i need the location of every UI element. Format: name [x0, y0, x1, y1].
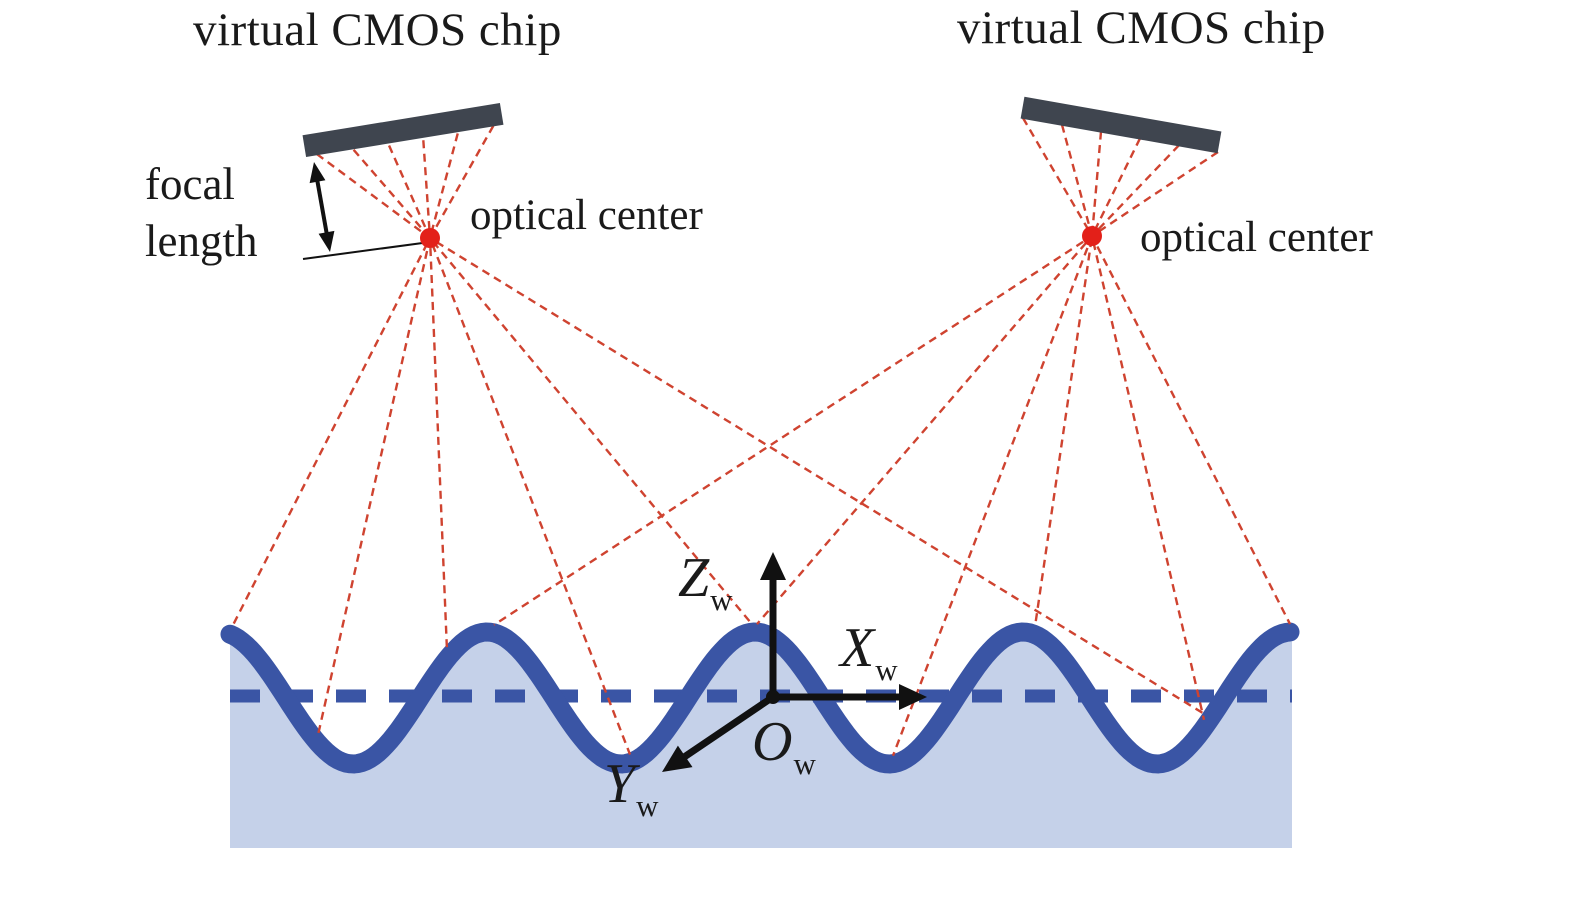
wave-surface	[220, 622, 1300, 774]
axis-y-letter: Y	[604, 753, 636, 815]
axis-y-subscript: w	[636, 788, 659, 823]
axis-z-letter: Z	[678, 547, 710, 609]
optical-center-label-left: optical center	[470, 192, 703, 239]
axis-x-arrowhead	[899, 684, 927, 710]
axis-x-subscript: w	[875, 652, 898, 687]
axis-x-letter: X	[840, 617, 875, 679]
light-ray-left	[343, 138, 753, 625]
focal-length-line2: length	[145, 216, 258, 266]
virtual-cmos-chip-label-left: virtual CMOS chip	[193, 4, 562, 56]
light-ray-right	[1033, 131, 1103, 627]
axis-label-yw: Yw	[604, 753, 659, 823]
axis-label-ow: Ow	[752, 711, 816, 781]
virtual-cmos-chip-label-right: virtual CMOS chip	[957, 2, 1326, 54]
focal-length-arrowhead-bottom	[318, 230, 335, 252]
cmos-chip-left	[302, 102, 504, 158]
axes-origin-joint	[766, 690, 780, 704]
light-ray-left	[421, 126, 449, 652]
axis-label-zw: Zw	[678, 547, 733, 617]
axis-y-shaft	[678, 694, 775, 763]
optical-center-dot-right	[1082, 226, 1102, 246]
focal-length-label: focal length	[145, 156, 257, 270]
optical-center-label-right: optical center	[1140, 214, 1373, 261]
lens-plane-line	[302, 241, 431, 260]
axis-origin-subscript: w	[793, 746, 816, 781]
axis-z-subscript: w	[710, 582, 733, 617]
focal-length-arrow-shaft	[314, 175, 330, 239]
axis-y-arrowhead	[662, 745, 693, 772]
axis-z-arrowhead	[760, 552, 786, 580]
light-ray-left	[316, 120, 463, 736]
focal-length-line1: focal	[145, 159, 235, 209]
axis-origin-letter: O	[752, 711, 793, 773]
axis-label-xw: Xw	[840, 617, 898, 687]
cmos-chip-right	[1020, 96, 1222, 154]
light-ray-right	[756, 144, 1180, 625]
optical-center-dot-left	[420, 228, 440, 248]
focal-length-arrowhead-top	[309, 162, 326, 184]
